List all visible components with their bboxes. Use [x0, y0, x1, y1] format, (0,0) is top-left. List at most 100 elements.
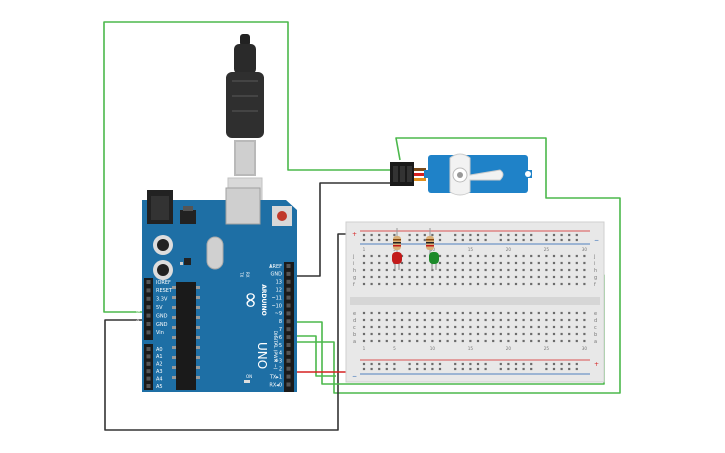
breadboard-hole[interactable] [370, 282, 373, 286]
breadboard-hole[interactable] [522, 362, 525, 366]
breadboard-hole[interactable] [514, 325, 518, 329]
breadboard-hole[interactable] [370, 261, 373, 265]
breadboard-hole[interactable] [469, 275, 472, 279]
breadboard-hole[interactable] [400, 282, 404, 286]
breadboard-hole[interactable] [476, 233, 480, 237]
breadboard-hole[interactable] [393, 367, 396, 371]
breadboard-hole[interactable] [385, 254, 388, 258]
breadboard-hole[interactable] [400, 268, 404, 272]
breadboard-hole[interactable] [522, 332, 525, 336]
breadboard-hole[interactable] [416, 339, 419, 343]
breadboard-hole[interactable] [393, 332, 396, 336]
breadboard-hole[interactable] [416, 318, 419, 322]
breadboard-hole[interactable] [370, 275, 373, 279]
breadboard-hole[interactable] [378, 367, 381, 371]
breadboard-hole[interactable] [385, 311, 388, 315]
breadboard-hole[interactable] [370, 238, 373, 242]
breadboard-hole[interactable] [552, 254, 556, 258]
breadboard-hole[interactable] [514, 332, 518, 336]
breadboard-hole[interactable] [530, 268, 533, 272]
breadboard-hole[interactable] [393, 325, 396, 329]
header-pin[interactable] [286, 335, 291, 340]
breadboard-hole[interactable] [378, 238, 381, 242]
breadboard-hole[interactable] [568, 332, 571, 336]
breadboard-hole[interactable] [469, 238, 472, 242]
breadboard-hole[interactable] [537, 339, 540, 343]
breadboard-hole[interactable] [530, 275, 533, 279]
breadboard-hole[interactable] [393, 275, 396, 279]
breadboard-hole[interactable] [545, 332, 548, 336]
breadboard-hole[interactable] [476, 275, 480, 279]
breadboard-hole[interactable] [583, 282, 586, 286]
breadboard-hole[interactable] [514, 238, 518, 242]
breadboard-hole[interactable] [370, 367, 373, 371]
breadboard-hole[interactable] [408, 268, 411, 272]
breadboard-hole[interactable] [545, 325, 548, 329]
header-pin[interactable] [286, 319, 291, 324]
breadboard-hole[interactable] [408, 311, 411, 315]
breadboard-hole[interactable] [378, 311, 381, 315]
breadboard-hole[interactable] [552, 311, 556, 315]
breadboard-hole[interactable] [461, 332, 464, 336]
breadboard-hole[interactable] [499, 332, 502, 336]
breadboard-hole[interactable] [575, 362, 578, 366]
breadboard-hole[interactable] [484, 318, 487, 322]
breadboard-hole[interactable] [461, 325, 464, 329]
breadboard-hole[interactable] [438, 282, 442, 286]
wire-gnd-to-servo[interactable] [296, 182, 392, 277]
breadboard-hole[interactable] [393, 233, 396, 237]
breadboard-hole[interactable] [431, 282, 434, 286]
breadboard-hole[interactable] [400, 339, 404, 343]
breadboard-hole[interactable] [416, 268, 419, 272]
breadboard-hole[interactable] [461, 367, 464, 371]
breadboard-hole[interactable] [446, 325, 449, 329]
breadboard-hole[interactable] [469, 367, 472, 371]
breadboard-hole[interactable] [469, 282, 472, 286]
breadboard-hole[interactable] [461, 339, 464, 343]
breadboard-hole[interactable] [423, 254, 426, 258]
breadboard-hole[interactable] [575, 311, 578, 315]
breadboard-hole[interactable] [385, 332, 388, 336]
breadboard-hole[interactable] [438, 318, 442, 322]
breadboard-hole[interactable] [492, 318, 495, 322]
breadboard-hole[interactable] [575, 254, 578, 258]
breadboard-hole[interactable] [454, 339, 457, 343]
breadboard-hole[interactable] [423, 275, 426, 279]
header-pin[interactable] [286, 271, 291, 276]
breadboard-hole[interactable] [530, 282, 533, 286]
breadboard-hole[interactable] [568, 282, 571, 286]
breadboard-hole[interactable] [362, 325, 366, 329]
breadboard-hole[interactable] [438, 325, 442, 329]
breadboard-hole[interactable] [568, 261, 571, 265]
breadboard-hole[interactable] [385, 362, 388, 366]
breadboard-hole[interactable] [484, 367, 487, 371]
wire-pin-to-bb-green-2[interactable] [296, 335, 336, 377]
breadboard-hole[interactable] [454, 282, 457, 286]
breadboard-hole[interactable] [545, 275, 548, 279]
breadboard-hole[interactable] [514, 339, 518, 343]
breadboard-hole[interactable] [416, 362, 419, 366]
breadboard-hole[interactable] [454, 325, 457, 329]
header-pin[interactable] [286, 287, 291, 292]
breadboard-hole[interactable] [530, 254, 533, 258]
breadboard-hole[interactable] [476, 261, 480, 265]
breadboard-hole[interactable] [461, 233, 464, 237]
breadboard-hole[interactable] [393, 362, 396, 366]
breadboard-hole[interactable] [378, 282, 381, 286]
breadboard-hole[interactable] [530, 311, 533, 315]
header-pin[interactable] [146, 361, 151, 366]
breadboard-hole[interactable] [560, 233, 563, 237]
breadboard-hole[interactable] [537, 261, 540, 265]
breadboard-hole[interactable] [552, 261, 556, 265]
header-pin[interactable] [286, 343, 291, 347]
header-pin[interactable] [146, 347, 151, 351]
breadboard-hole[interactable] [476, 362, 480, 366]
breadboard-hole[interactable] [545, 238, 548, 242]
breadboard-hole[interactable] [362, 311, 366, 315]
breadboard-hole[interactable] [416, 367, 419, 371]
breadboard-hole[interactable] [461, 261, 464, 265]
breadboard-hole[interactable] [537, 318, 540, 322]
breadboard-hole[interactable] [393, 282, 396, 286]
breadboard-hole[interactable] [431, 367, 434, 371]
breadboard-hole[interactable] [499, 311, 502, 315]
